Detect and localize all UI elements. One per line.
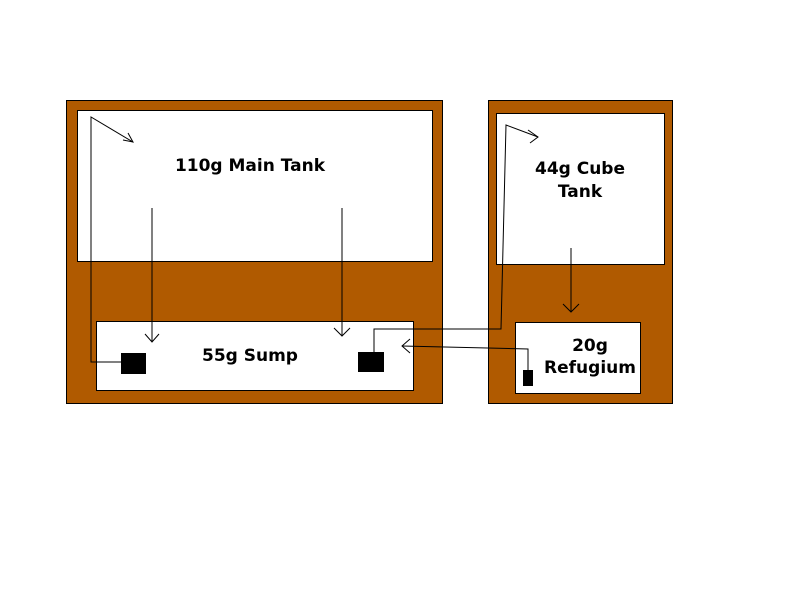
refugium-label-line1: 20g	[572, 336, 608, 356]
sump-return-pump-right	[358, 352, 384, 372]
cube-tank-label-line2: Tank	[557, 182, 603, 202]
cube-tank-label-line1: 44g Cube	[534, 159, 626, 179]
sump-label: 55g Sump	[202, 346, 298, 366]
main-tank	[77, 110, 433, 262]
refugium-pump	[523, 370, 533, 386]
main-tank-label: 110g Main Tank	[174, 156, 326, 176]
sump-return-pump-left	[121, 353, 146, 374]
refugium-label-line2: Refugium	[544, 358, 636, 378]
